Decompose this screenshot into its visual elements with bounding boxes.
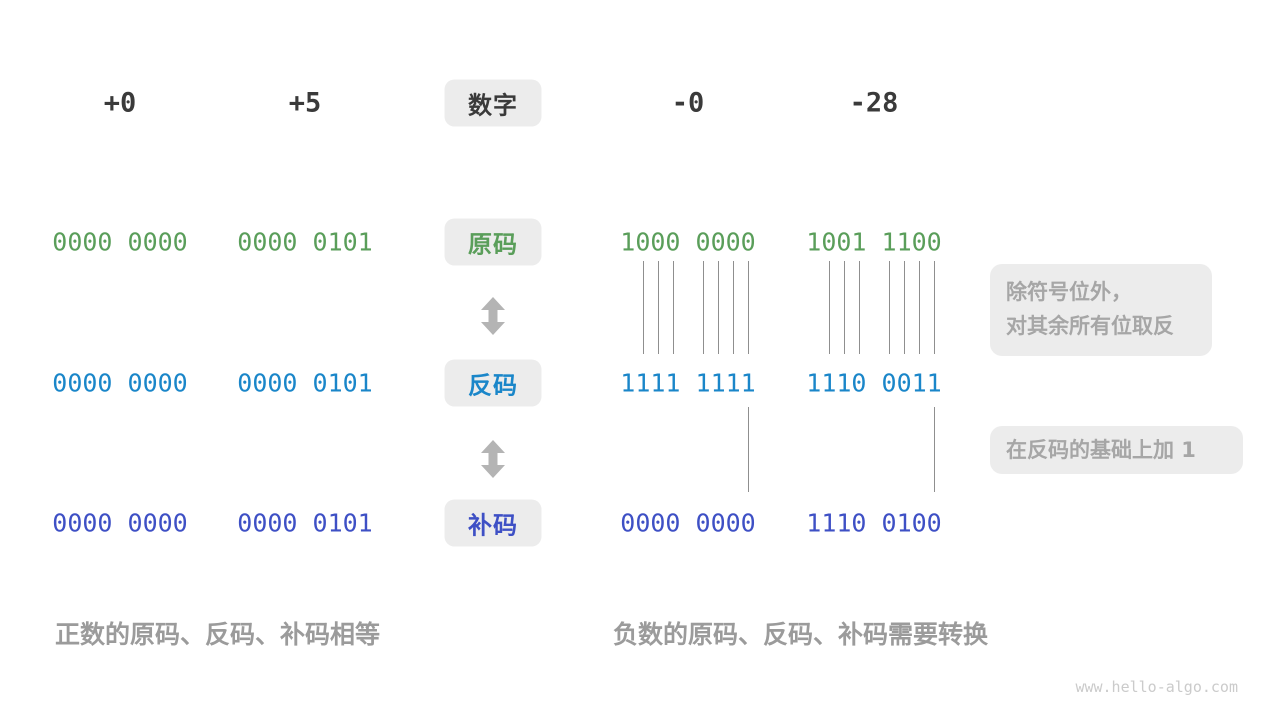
bit-connector-line bbox=[858, 261, 860, 354]
binary-value: 1110 0100 bbox=[806, 508, 942, 538]
flip-note-callout: 除符号位外， 对其余所有位取反 bbox=[990, 264, 1212, 356]
bit-connector-line bbox=[934, 261, 936, 354]
binary-value: 1110 0011 bbox=[806, 368, 942, 398]
binary-value: 1000 0000 bbox=[620, 227, 756, 257]
number-value: -0 bbox=[671, 87, 705, 119]
binary-value: 0000 0000 bbox=[52, 368, 188, 398]
bit-connector-line bbox=[919, 261, 921, 354]
bit-connector-line bbox=[889, 261, 891, 354]
row-label-ones-complement: 反码 bbox=[444, 359, 542, 407]
row-label-twos-complement: 补码 bbox=[444, 499, 542, 547]
negative-caption: 负数的原码、反码、补码需要转换 bbox=[613, 620, 989, 649]
bit-connector-line bbox=[828, 261, 830, 354]
updown-arrow-icon bbox=[479, 440, 507, 478]
bit-connector-line bbox=[733, 261, 735, 354]
bit-connector-line bbox=[904, 261, 906, 354]
number-value: +5 bbox=[288, 87, 322, 119]
binary-value: 0000 0101 bbox=[237, 508, 373, 538]
row-label-sign-magnitude: 原码 bbox=[444, 218, 542, 266]
bit-connector-line bbox=[934, 407, 936, 492]
binary-value: 1111 1111 bbox=[620, 368, 756, 398]
positive-caption: 正数的原码、反码、补码相等 bbox=[55, 620, 381, 649]
row-label-number: 数字 bbox=[444, 79, 542, 127]
bit-connector-line bbox=[703, 261, 705, 354]
bit-connector-line bbox=[748, 407, 750, 492]
binary-value: 0000 0000 bbox=[52, 508, 188, 538]
bit-connector-line bbox=[718, 261, 720, 354]
binary-value: 0000 0000 bbox=[52, 227, 188, 257]
binary-value: 0000 0101 bbox=[237, 227, 373, 257]
bit-connector-line bbox=[843, 261, 845, 354]
bit-connector-line bbox=[657, 261, 659, 354]
binary-value: 0000 0101 bbox=[237, 368, 373, 398]
updown-arrow-icon bbox=[479, 297, 507, 335]
bit-connector-line bbox=[748, 261, 750, 354]
binary-value: 0000 0000 bbox=[620, 508, 756, 538]
add-one-note-callout: 在反码的基础上加 1 bbox=[990, 426, 1243, 474]
bit-connector-line bbox=[642, 261, 644, 354]
number-value: -28 bbox=[849, 87, 899, 119]
flip-note-line1: 除符号位外， bbox=[1006, 280, 1132, 304]
watermark-url: www.hello-algo.com bbox=[1075, 678, 1238, 696]
flip-note-line2: 对其余所有位取反 bbox=[1006, 314, 1174, 338]
number-value: +0 bbox=[103, 87, 137, 119]
binary-value: 1001 1100 bbox=[806, 227, 942, 257]
bit-connector-line bbox=[672, 261, 674, 354]
